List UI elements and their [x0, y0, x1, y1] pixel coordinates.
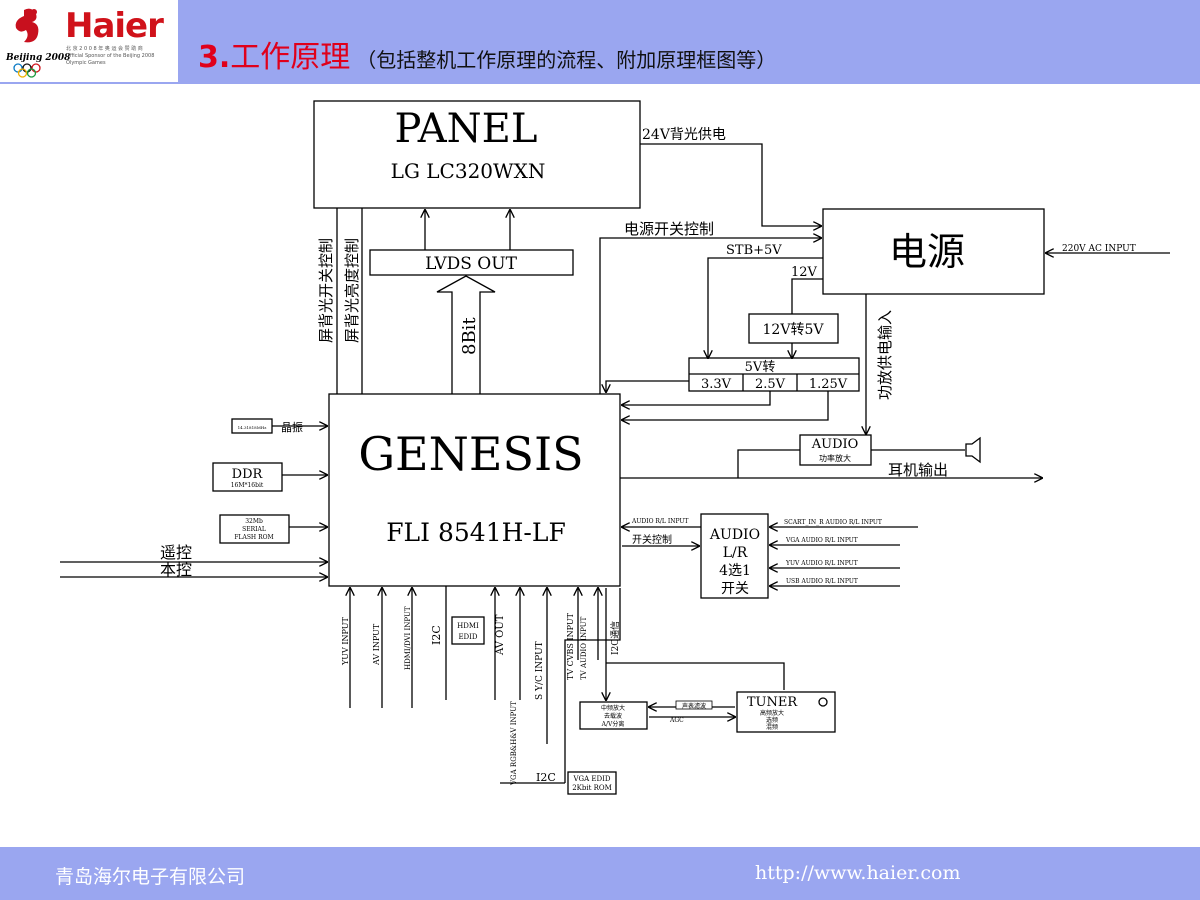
tuner-l1: 高频放大 — [760, 709, 784, 717]
power-box — [822, 208, 1045, 295]
tuner-l3: 混频 — [766, 723, 778, 731]
lvds-label: LVDS OUT — [425, 254, 517, 274]
svc-input-label: S Y/C INPUT — [535, 641, 545, 700]
audio-switch-box — [700, 513, 769, 599]
ddr-sub: 16M*16bit — [231, 482, 264, 489]
tuner-if-box — [675, 700, 713, 710]
page-title: 3.工作原理（包括整机工作原理的流程、附加原理框图等） — [198, 32, 776, 76]
speaker-icon — [965, 436, 981, 464]
audio-amp-title: AUDIO — [811, 437, 859, 452]
vga-edid-l2: 2Kbit ROM — [572, 784, 612, 792]
vga-edid-box — [567, 771, 617, 795]
panel-title: PANEL — [395, 106, 538, 152]
flash-box — [219, 514, 290, 544]
audio-sw-l4: 开关 — [721, 581, 749, 597]
flash-l1: 32Mb — [245, 518, 263, 525]
audio-input-2: VGA AUDIO R/L INPUT — [785, 537, 858, 544]
ddr-title: DDR — [232, 467, 264, 482]
ac-input-label: 220V AC INPUT — [1062, 244, 1136, 254]
tv-cvbs-label: TV CVBS INPUT — [566, 612, 575, 680]
tuner-if-label: 声表滤波 — [682, 702, 706, 710]
conv-25-label: 2.5V — [755, 377, 786, 392]
audio-input-3: YUV AUDIO R/L INPUT — [785, 560, 858, 567]
footer-url[interactable]: http://www.haier.com — [755, 862, 961, 884]
audio-input-1: SCART_IN_R AUDIO R/L INPUT — [784, 519, 882, 526]
logo-subtitle: 北 京 2 0 0 8 年 奥 运 会 赞 助 商 Official Spons… — [66, 46, 176, 67]
i2c-label-1: I2C — [430, 625, 443, 645]
power-title: 电源 — [889, 230, 965, 274]
header-bar: Beijing 2008 Haier 北 京 2 0 0 8 年 奥 运 会 赞… — [0, 0, 1200, 84]
tv-audio-label: TV AUDIO INPUT — [580, 616, 588, 680]
tuner-box — [736, 691, 836, 733]
keypad-label: 本控 — [160, 560, 192, 579]
vga-input-label: VGA RGB&H&V INPUT — [510, 701, 518, 786]
haier-logo: Haier — [65, 6, 164, 46]
12v-label: 12V — [791, 265, 818, 280]
amp-supply-label: 功放供电输入 — [876, 310, 894, 400]
conv-33-label: 3.3V — [701, 377, 732, 392]
if-l3: A/V分离 — [601, 720, 625, 728]
yuv-input-label: YUV INPUT — [341, 617, 350, 666]
genesis-title: GENESIS — [358, 427, 583, 481]
genesis-model: FLI 8541H-LF — [386, 518, 566, 547]
av-input-label: AV INPUT — [372, 623, 381, 666]
remote-label: 遥控 — [160, 543, 192, 562]
hdmi-dvi-input-label: HDMI/DVI INPUT — [404, 606, 412, 670]
power-switch-label: 电源开关控制 — [624, 220, 714, 238]
hdmi-edid-box — [451, 616, 485, 645]
8bit-label: 8Bit — [459, 317, 480, 355]
title-subtitle: （包括整机工作原理的流程、附加原理框图等） — [356, 48, 777, 72]
backlight-24v-label: 24V背光供电 — [642, 127, 726, 143]
av-out-label: AV OUT — [495, 614, 506, 656]
panel-model: LG LC320WXN — [391, 159, 546, 183]
switch-ctrl-label: 开关控制 — [632, 533, 672, 546]
logo-panel: Beijing 2008 Haier 北 京 2 0 0 8 年 奥 运 会 赞… — [0, 0, 178, 82]
crystal-label: 晶振 — [281, 420, 303, 434]
logo-sub-cn: 北 京 2 0 0 8 年 奥 运 会 赞 助 商 — [66, 46, 143, 52]
logo-year: Beijing 2008 — [5, 53, 71, 63]
genesis-box — [328, 393, 621, 587]
flash-l3: FLASH ROM — [234, 534, 273, 541]
headphone-label: 耳机输出 — [888, 461, 948, 479]
lvds-box — [369, 249, 574, 276]
logo-sub-en: Official Sponsor of the Beijing 2008 Oly… — [66, 53, 155, 66]
title-number: 3. — [198, 40, 231, 75]
backlight-bright-label: 屏背光亮度控制 — [343, 238, 361, 343]
i2c-comm-label: I2C通信 — [609, 621, 621, 655]
conv-5v-label: 5V转 — [745, 360, 776, 375]
hdmi-edid-l2: EDID — [458, 633, 477, 641]
if-box — [579, 701, 648, 730]
audio-rl-input: AUDIO R/L INPUT — [631, 518, 688, 525]
conv-125-label: 1.25V — [809, 377, 848, 392]
backlight-switch-label: 屏背光开关控制 — [317, 238, 335, 343]
footer-company: 青岛海尔电子有限公司 — [55, 866, 246, 888]
if-l1: 中频放大 — [601, 704, 625, 712]
panel-box — [313, 100, 641, 209]
tuner-l2: 选频 — [766, 716, 778, 724]
conv-12-5-label: 12V转5V — [763, 322, 825, 338]
ddr-box — [212, 462, 283, 492]
audio-input-4: USB AUDIO R/L INPUT — [786, 578, 858, 585]
olympic-emblem-icon: Beijing 2008 — [5, 8, 71, 78]
vga-edid-l1: VGA EDID — [572, 775, 610, 783]
title-main: 工作原理 — [230, 40, 351, 75]
hdmi-edid-l1: HDMI — [457, 622, 479, 630]
footer-bar: 青岛海尔电子有限公司 http://www.haier.com — [0, 847, 1200, 900]
audio-sw-l3: 4选1 — [719, 563, 751, 579]
8bit-arrow — [436, 275, 496, 394]
tuner-title: TUNER — [747, 695, 798, 710]
stb-label: STB+5V — [726, 243, 782, 258]
audio-sw-l2: L/R — [723, 545, 748, 561]
audio-amp-sub: 功率放大 — [819, 453, 851, 463]
conv-12-5-box — [748, 313, 839, 344]
audio-sw-l1: AUDIO — [709, 527, 760, 543]
if-l2: 去载波 — [604, 712, 622, 720]
crystal-small: 14.31818MHz — [238, 425, 267, 430]
flash-l2: SERIAL — [242, 526, 266, 533]
agc-label: AGC — [669, 717, 684, 724]
i2c-label-2: I2C — [536, 771, 556, 784]
